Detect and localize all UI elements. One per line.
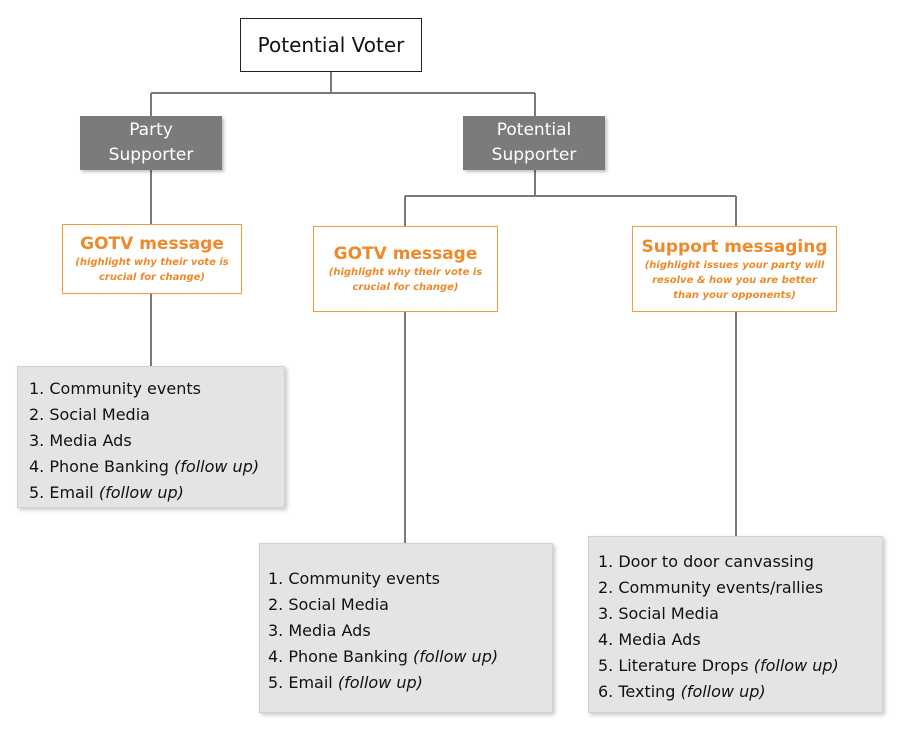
branch-potential-supporter: Potential Supporter (463, 116, 605, 170)
message-support: Support messaging (highlight issues your… (632, 226, 837, 312)
channel-list-party-gotv: 1. Community events 2. Social Media 3. M… (17, 366, 285, 508)
list-item: 2. Community events/rallies (598, 578, 824, 597)
list-item: 6. Texting (follow up) (598, 682, 766, 701)
branch-label-line: Supporter (491, 145, 577, 165)
list-item: 5. Literature Drops (follow up) (598, 656, 839, 675)
channel-list-potential-gotv: 1. Community events 2. Social Media 3. M… (259, 543, 553, 713)
list-item: 5. Email (follow up) (268, 673, 423, 692)
message-subtitle: (highlight issues your party will resolv… (641, 258, 829, 303)
message-title: GOTV message (333, 244, 478, 264)
branch-party-supporter: Party Supporter (80, 116, 222, 170)
list-item: 1. Community events (268, 569, 440, 588)
message-subtitle-line: (highlight why their vote is (75, 257, 229, 268)
message-gotv-potential: GOTV message (highlight why their vote i… (313, 226, 498, 312)
list-item: 4. Media Ads (598, 630, 701, 649)
root-label: Potential Voter (257, 33, 405, 57)
message-subtitle-line: crucial for change) (98, 272, 206, 283)
list-item: 5. Email (follow up) (29, 483, 184, 502)
message-title: Support messaging (641, 236, 828, 257)
message-subtitle-line: (highlight issues your party will (644, 259, 825, 271)
branch-label-line: Supporter (108, 145, 194, 165)
message-subtitle-line: than your opponents) (673, 289, 796, 301)
list-item: 2. Social Media (268, 595, 389, 614)
list-item: 1. Community events (29, 379, 201, 398)
message-subtitle-line: resolve & how you are better (652, 274, 817, 286)
branch-label-line: Potential (496, 120, 572, 140)
message-gotv-party: GOTV message (highlight why their vote i… (62, 224, 242, 294)
list-item: 4. Phone Banking (follow up) (29, 457, 260, 476)
message-subtitle: (highlight why their vote is crucial for… (71, 255, 232, 285)
list-item: 4. Phone Banking (follow up) (268, 647, 499, 666)
message-subtitle-line: crucial for change) (352, 282, 459, 293)
message-subtitle-line: (highlight why their vote is (328, 267, 483, 278)
list-item: 3. Media Ads (268, 621, 371, 640)
list-item: 2. Social Media (29, 405, 150, 424)
list-item: 1. Door to door canvassing (598, 552, 814, 571)
channel-list-support: 1. Door to door canvassing 2. Community … (588, 536, 883, 713)
list-item: 3. Media Ads (29, 431, 132, 450)
message-title: GOTV message (80, 234, 224, 254)
branch-label-line: Party (129, 120, 173, 140)
root-node: Potential Voter (240, 18, 422, 72)
message-subtitle: (highlight why their vote is crucial for… (325, 265, 486, 295)
list-item: 3. Social Media (598, 604, 719, 623)
